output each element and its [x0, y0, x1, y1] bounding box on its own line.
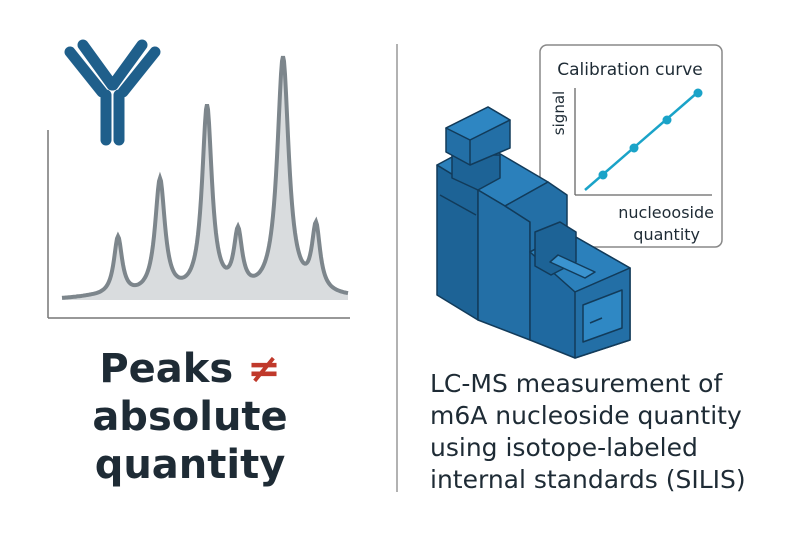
description: LC-MS measurement of m6A nucleoside quan… — [430, 368, 746, 496]
calibration-xlabel: quantity — [633, 225, 700, 244]
chromatogram-trace — [61, 55, 349, 300]
calibration-point — [693, 88, 703, 98]
calibration-xlabel: nucleooside — [618, 203, 714, 222]
headline-line2: absolute — [92, 394, 288, 440]
not-equal-icon: ≠ — [247, 346, 281, 392]
headline: Peaks ≠ absolute quantity — [40, 345, 340, 489]
calibration-point — [598, 170, 608, 180]
chromatogram-axes — [47, 130, 350, 319]
calibration-inset: Calibration curve signal nucleooside qua… — [539, 44, 723, 248]
description-line: using isotope-labeled — [430, 433, 698, 462]
description-line: LC-MS measurement of — [430, 369, 723, 398]
calibration-point — [662, 115, 672, 125]
description-line: internal standards (SILIS) — [430, 465, 746, 494]
antibody-icon — [64, 39, 161, 146]
calibration-title: Calibration curve — [557, 60, 703, 80]
chromatogram-fill — [62, 56, 348, 300]
calibration-ylabel: signal — [550, 91, 568, 135]
headline-line1: Peaks ≠ — [40, 345, 340, 393]
headline-peaks: Peaks — [99, 346, 234, 392]
headline-line3: quantity — [94, 442, 286, 488]
lc-ms-instrument-icon — [436, 106, 631, 359]
description-line: m6A nucleoside quantity — [430, 401, 742, 430]
calibration-point — [629, 143, 639, 153]
